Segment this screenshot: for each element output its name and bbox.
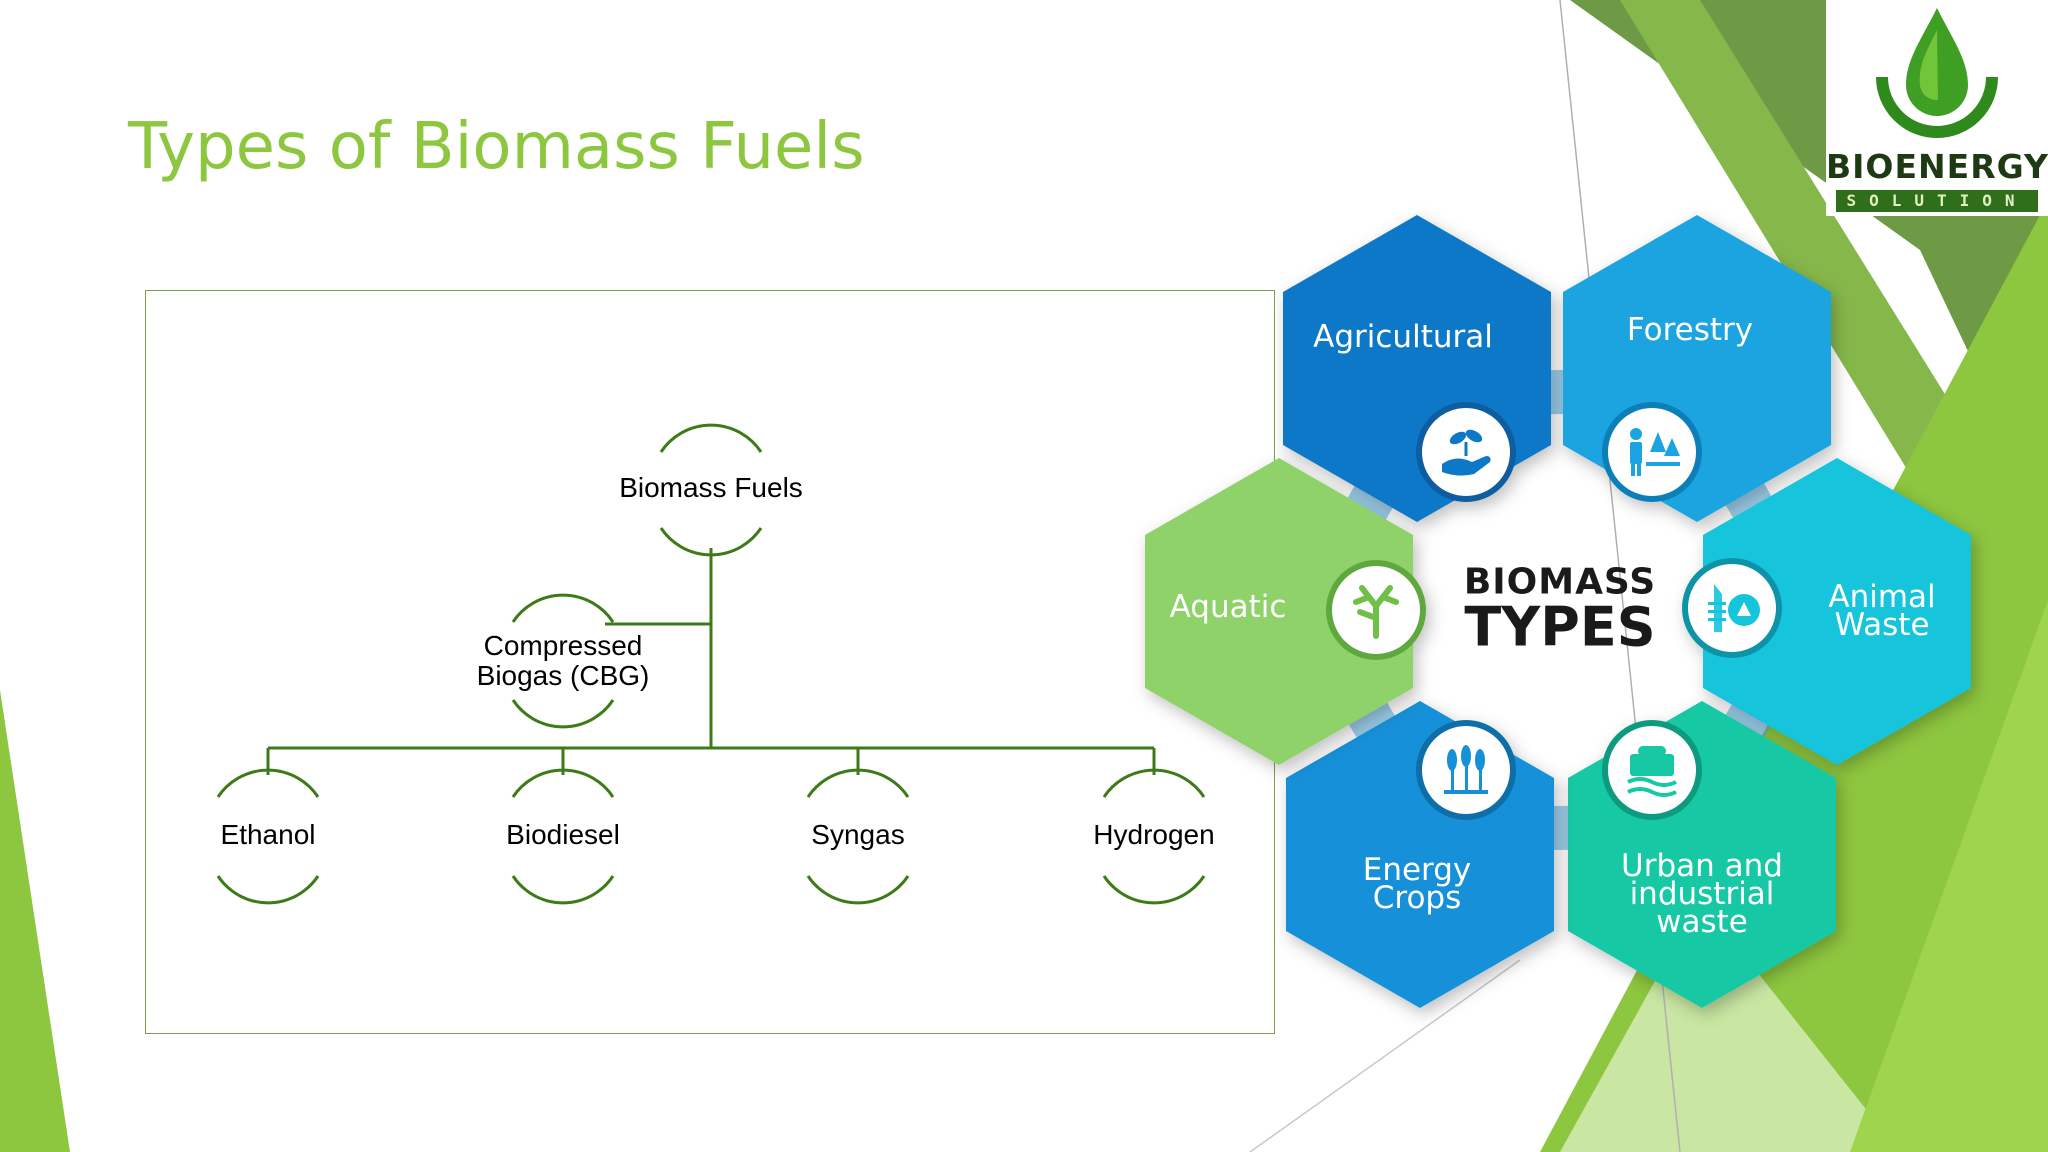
logo-name: BIOENERGY <box>1826 147 2048 186</box>
arc-child-3-bottom <box>806 875 910 905</box>
arc-assistant-top <box>511 593 615 623</box>
arc-child-4-bottom <box>1102 875 1206 905</box>
hex-agricultural <box>1283 215 1551 522</box>
arc-child-2-bottom <box>511 875 615 905</box>
forester-trees-icon <box>1630 428 1680 476</box>
hex-label-forestry: Forestry <box>1626 312 1754 348</box>
arc-child-4-top <box>1102 768 1206 798</box>
hex-animal-waste <box>1682 458 1971 765</box>
node-child-4: Hydrogen <box>1093 819 1215 850</box>
arc-root-bottom <box>659 527 763 557</box>
bg-shape-bright <box>1850 600 2048 1152</box>
slide-title: Types of Biomass Fuels <box>128 110 865 184</box>
coral-icon <box>1353 585 1399 639</box>
center-title-biomass: BIOMASS <box>1463 561 1657 603</box>
arc-root-top <box>659 423 763 453</box>
hex-shape-animal-waste <box>1703 458 1971 765</box>
arc-child-3-top <box>806 768 910 798</box>
hex-shape-agricultural <box>1283 215 1551 522</box>
hex-shape-aquatic <box>1145 458 1413 765</box>
hex-urban-industrial-waste <box>1568 701 1836 1008</box>
wheat-icon <box>1444 745 1488 794</box>
node-root: Biomass Fuels <box>619 472 803 503</box>
logo-tagline: SOLUTION <box>1836 190 2038 212</box>
hex-label-urban-waste: Urban and industrial waste <box>1621 848 1783 940</box>
bg-thin-line-2 <box>1249 959 1521 1152</box>
hex-label-agricultural: Agricultural <box>1313 319 1493 355</box>
company-logo: BIOENERGY SOLUTION <box>1826 0 2048 216</box>
node-child-2: Biodiesel <box>506 819 620 850</box>
fish-bone-recycle-icon <box>1708 584 1760 632</box>
hex-label-energy-crops: Energy Crops <box>1362 852 1472 916</box>
leaf-drop-icon <box>1876 8 1998 138</box>
node-arcs <box>216 423 1206 905</box>
arc-assistant-bottom <box>511 699 615 729</box>
hex-shape-forestry <box>1563 215 1831 522</box>
hex-energy-crops <box>1286 701 1554 1008</box>
node-child-3: Syngas <box>811 819 905 850</box>
hand-sprout-icon <box>1442 429 1491 476</box>
arc-child-1-bottom <box>216 875 320 905</box>
water-treatment-icon <box>1627 746 1677 797</box>
hex-label-aquatic: Aquatic <box>1169 589 1287 625</box>
hex-label-animal-waste: Animal Waste <box>1828 579 1936 643</box>
bg-shape-left <box>0 690 70 1152</box>
center-title-types: TYPES <box>1464 595 1656 659</box>
arc-child-1-top <box>216 768 320 798</box>
node-assistant: Compressed Biogas (CBG) <box>476 630 650 691</box>
node-child-1: Ethanol <box>220 819 316 850</box>
hex-forestry <box>1563 215 1831 522</box>
hex-aquatic <box>1145 458 1426 765</box>
bg-shape-pale <box>1560 900 1900 1152</box>
arc-child-2-top <box>511 768 615 798</box>
